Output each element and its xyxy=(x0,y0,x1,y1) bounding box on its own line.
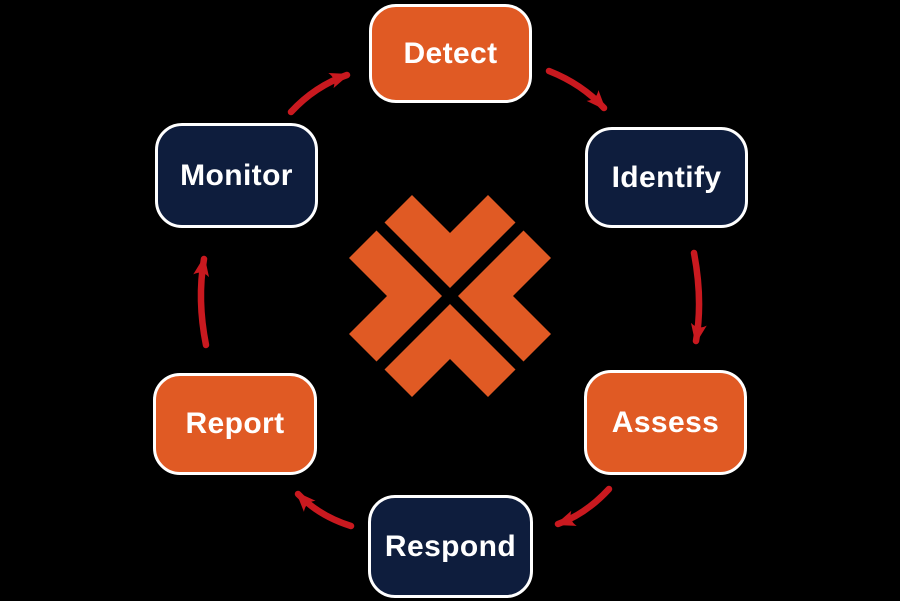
arrow-respond-to-report xyxy=(294,490,355,530)
node-label-detect: Detect xyxy=(403,36,498,70)
arrow-assess-to-respond xyxy=(554,485,613,528)
node-assess: Assess xyxy=(584,370,747,475)
node-label-assess: Assess xyxy=(611,405,720,439)
node-label-identify: Identify xyxy=(611,160,722,194)
node-label-report: Report xyxy=(185,407,285,440)
arrow-detect-to-identify xyxy=(545,67,608,112)
arrow-monitor-to-detect xyxy=(287,71,351,116)
node-monitor: Monitor xyxy=(155,123,318,228)
arrow-identify-to-assess xyxy=(690,249,707,345)
node-respond: Respond xyxy=(368,495,533,598)
node-label-monitor: Monitor xyxy=(180,158,293,192)
node-detect: Detect xyxy=(369,4,532,103)
arrow-report-to-monitor xyxy=(193,255,210,349)
node-identify: Identify xyxy=(585,127,748,228)
node-label-respond: Respond xyxy=(384,529,517,563)
node-report: Report xyxy=(153,373,317,475)
